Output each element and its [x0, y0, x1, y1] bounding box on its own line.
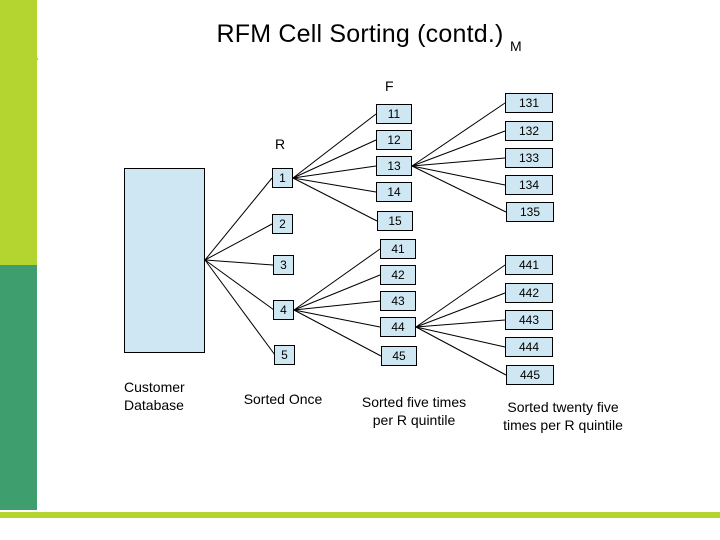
customer-database-box: [124, 168, 205, 353]
f-cell-43[interactable]: 43: [380, 291, 416, 311]
bottom-green-bar: [0, 512, 720, 518]
m-cell-131[interactable]: 131: [505, 93, 553, 113]
customer-database-label-line1: Customer: [124, 379, 185, 395]
f-cell-41[interactable]: 41: [380, 239, 416, 259]
r-cell-1[interactable]: 1: [272, 168, 293, 188]
m-cell-442[interactable]: 442: [505, 283, 553, 303]
left-teal-bar: [0, 265, 37, 510]
caption-sorted-once-text: Sorted Once: [243, 391, 323, 407]
m-cell-445[interactable]: 445: [506, 365, 554, 385]
r-cell-5[interactable]: 5: [274, 345, 295, 365]
caption-sorted-five-line2: per R quintile: [372, 412, 456, 428]
caption-sorted-twentyfive-line1: Sorted twenty five: [507, 399, 619, 415]
f-cell-12[interactable]: 12: [376, 130, 412, 150]
r-cell-2[interactable]: 2: [272, 214, 293, 234]
f-cell-44[interactable]: 44: [380, 317, 416, 337]
m-cell-134[interactable]: 134: [505, 175, 553, 195]
f-cell-42[interactable]: 42: [380, 265, 416, 285]
caption-sorted-five-line1: Sorted five times: [361, 394, 467, 410]
caption-sorted-twentyfive-line2: times per R quintile: [503, 417, 623, 433]
m-cell-135[interactable]: 135: [506, 202, 554, 222]
column-label-f: F: [385, 78, 394, 94]
caption-sorted-five: Sorted five times per R quintile: [343, 393, 485, 429]
m-cell-441[interactable]: 441: [505, 255, 553, 275]
customer-database-label: Customer Database: [124, 378, 234, 414]
caption-sorted-once: Sorted Once: [213, 390, 353, 408]
f-cell-45[interactable]: 45: [381, 346, 417, 366]
corner-decoration-lines: [0, 0, 39, 77]
caption-sorted-twentyfive: Sorted twenty five times per R quintile: [479, 398, 647, 434]
column-label-r: R: [275, 136, 286, 152]
m-cell-133[interactable]: 133: [505, 148, 553, 168]
page-title: RFM Cell Sorting (contd.): [216, 20, 504, 48]
m-cell-443[interactable]: 443: [505, 310, 553, 330]
f-cell-13[interactable]: 13: [376, 156, 412, 176]
f-cell-15[interactable]: 15: [377, 211, 413, 231]
m-cell-132[interactable]: 132: [505, 121, 553, 141]
left-green-bar: [0, 0, 37, 265]
customer-database-label-line2: Database: [124, 397, 184, 413]
m-cell-444[interactable]: 444: [505, 337, 553, 357]
r-cell-4[interactable]: 4: [273, 300, 294, 320]
f-cell-11[interactable]: 11: [376, 104, 412, 124]
f-cell-14[interactable]: 14: [376, 182, 412, 202]
r-cell-3[interactable]: 3: [273, 255, 294, 275]
column-label-m: M: [510, 38, 522, 54]
